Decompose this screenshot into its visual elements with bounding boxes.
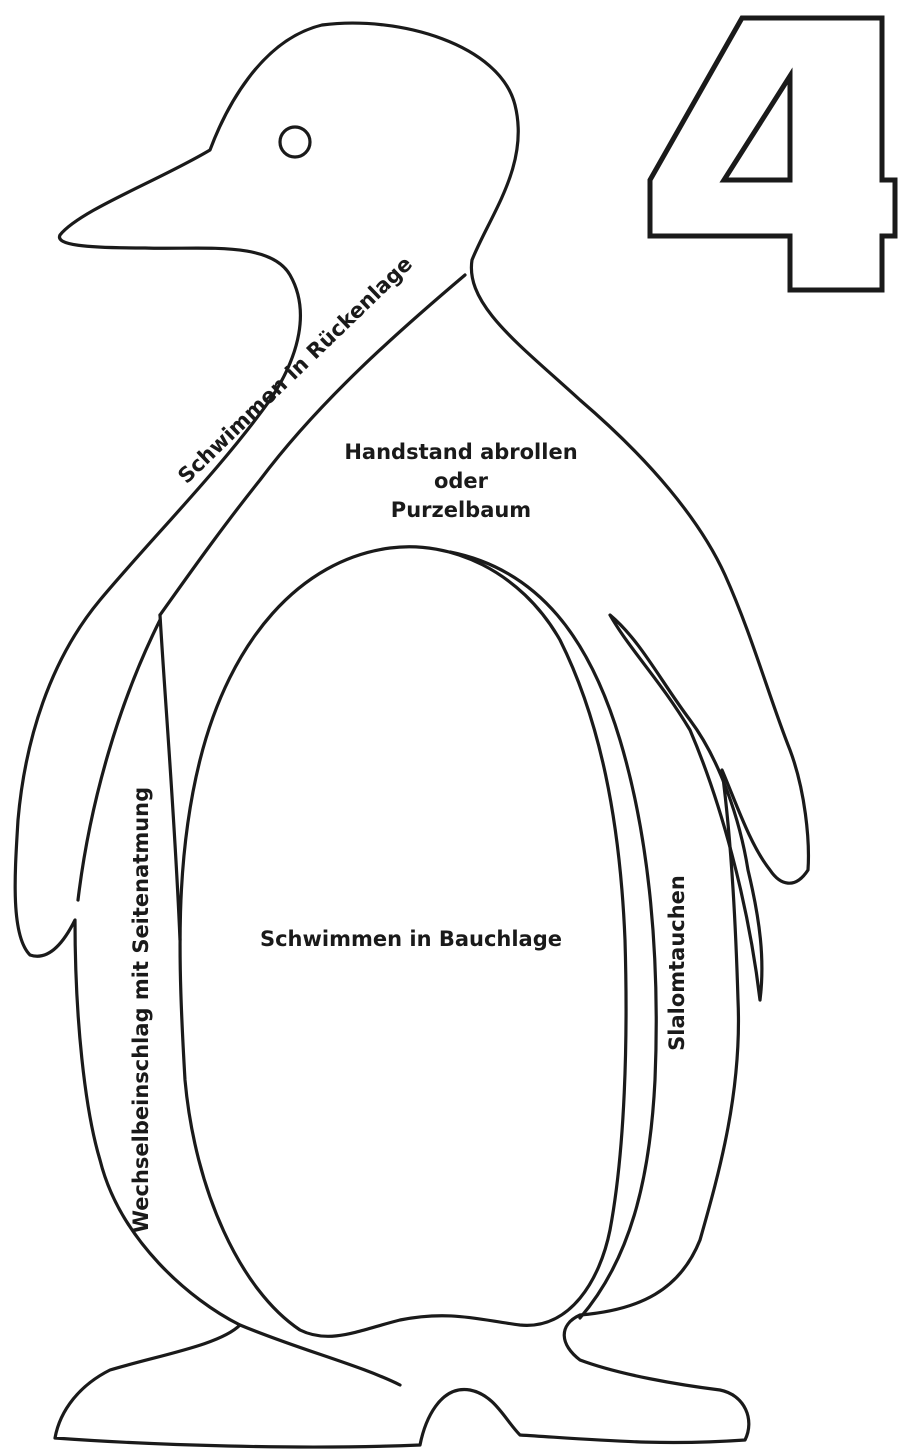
kick-stripe-edge: [76, 618, 162, 902]
penguin-body-outline: [13, 21, 811, 1449]
back-swim-stripe-edge: [158, 273, 467, 617]
label-handstand-line1: Handstand abrollen: [344, 440, 577, 464]
label-handstand-line3: Purzelbaum: [391, 498, 531, 522]
slalom-stripe-edge: [448, 550, 658, 1320]
label-slalom: Slalomtauchen: [665, 875, 689, 1051]
left-wing-line: [158, 613, 182, 942]
number-four-outline: [647, 15, 898, 293]
right-wing-outline: [608, 613, 764, 1002]
label-handstand-line2: oder: [434, 469, 489, 493]
number-four: 4: [647, 15, 898, 293]
belly-outline: [178, 545, 628, 1338]
penguin-eye: [278, 125, 312, 159]
left-leg-line: [238, 1323, 402, 1387]
label-front-swim: Schwimmen in Bauchlage: [260, 927, 562, 951]
label-kick: Wechselbeinschlag mit Seitenatmung: [129, 787, 153, 1233]
